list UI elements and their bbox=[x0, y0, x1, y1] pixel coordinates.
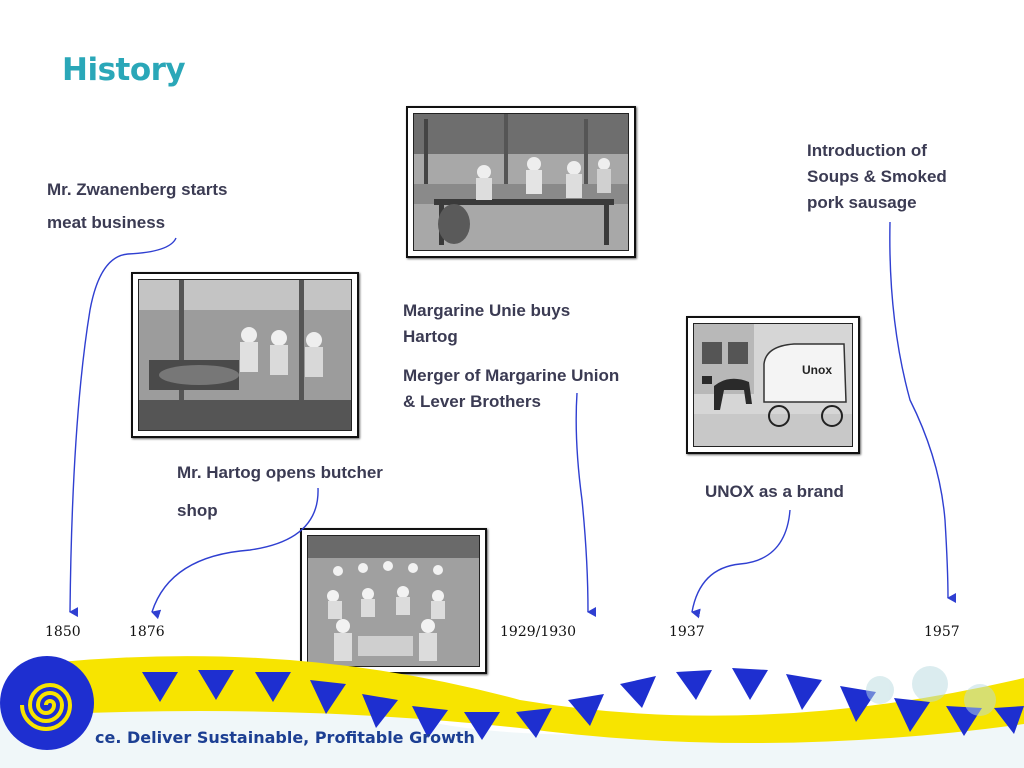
arrow-hartog bbox=[151, 487, 319, 620]
arrow-soups bbox=[889, 221, 957, 603]
event-soups-line1: Introduction of bbox=[807, 141, 927, 160]
event-unox-line1: UNOX as a brand bbox=[705, 482, 844, 501]
year-1929-1930: 1929/1930 bbox=[500, 624, 576, 640]
event-margarine-unie-line1: Margarine Unie buys bbox=[403, 301, 571, 320]
arrow-zwanenberg bbox=[69, 237, 177, 618]
year-1876: 1876 bbox=[129, 624, 165, 640]
event-merger: Merger of Margarine Union & Lever Brothe… bbox=[403, 363, 619, 415]
event-unox: UNOX as a brand bbox=[705, 479, 844, 505]
slide-title: History bbox=[62, 52, 186, 88]
photo-factory-workers bbox=[406, 106, 636, 258]
event-merger-line1: Merger of Margarine Union bbox=[403, 366, 620, 385]
event-hartog: Mr. Hartog opens butcher shop bbox=[177, 454, 383, 530]
year-1937: 1937 bbox=[669, 624, 705, 640]
year-1957: 1957 bbox=[924, 624, 960, 640]
event-zwanenberg-line1: Mr. Zwanenberg starts bbox=[47, 180, 228, 199]
year-1850: 1850 bbox=[45, 624, 81, 640]
event-zwanenberg-line2: meat business bbox=[47, 213, 166, 232]
event-merger-line2: & Lever Brothers bbox=[403, 392, 541, 411]
arrow-merger bbox=[575, 392, 597, 617]
wagon-sign: Unox bbox=[802, 363, 832, 377]
footer-tagline: ce. Deliver Sustainable, Profitable Grow… bbox=[95, 728, 475, 747]
event-hartog-line1: Mr. Hartog opens butcher bbox=[177, 463, 383, 482]
event-margarine-unie-line2: Hartog bbox=[403, 327, 458, 346]
event-soups-line2: Soups & Smoked bbox=[807, 167, 947, 186]
photo-butcher-shop bbox=[131, 272, 359, 438]
arrow-unox bbox=[691, 509, 791, 619]
photo-packing-line bbox=[300, 528, 487, 674]
event-soups-line3: pork sausage bbox=[807, 193, 917, 212]
event-soups: Introduction of Soups & Smoked pork saus… bbox=[807, 138, 947, 216]
event-margarine-unie: Margarine Unie buys Hartog bbox=[403, 298, 570, 350]
event-zwanenberg: Mr. Zwanenberg starts meat business bbox=[47, 173, 227, 239]
photo-unox-wagon: Unox bbox=[686, 316, 860, 454]
event-hartog-line2: shop bbox=[177, 501, 218, 520]
